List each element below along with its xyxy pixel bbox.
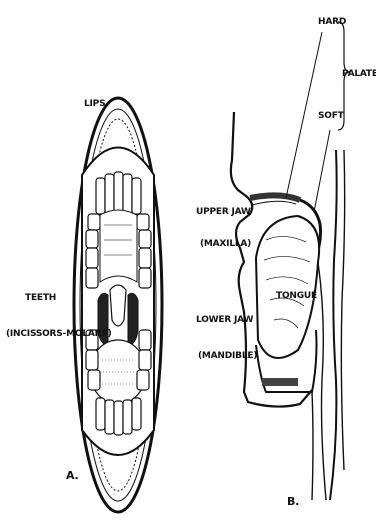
panel-b-letter: B. xyxy=(287,496,299,507)
label-soft: SOFT xyxy=(318,112,344,121)
panel-a-letter: A. xyxy=(66,470,79,481)
label-teeth: TEETH xyxy=(25,294,56,303)
label-mandible: (MANDIBLE) xyxy=(198,352,257,361)
label-teeth-detail: (INCISSORS-MOLARS) xyxy=(6,330,112,339)
label-upper-jaw: UPPER JAW xyxy=(196,208,251,217)
label-palate: PALATE xyxy=(342,70,376,79)
label-lips: LIPS xyxy=(84,100,105,109)
sagittal-section-illustration xyxy=(231,22,350,500)
open-mouth-illustration xyxy=(74,98,162,512)
label-maxilla: (MAXILLA) xyxy=(200,240,251,249)
label-lower-jaw: LOWER JAW xyxy=(196,316,253,325)
label-hard: HARD xyxy=(318,18,346,27)
label-tongue: TONGUE xyxy=(276,292,317,301)
